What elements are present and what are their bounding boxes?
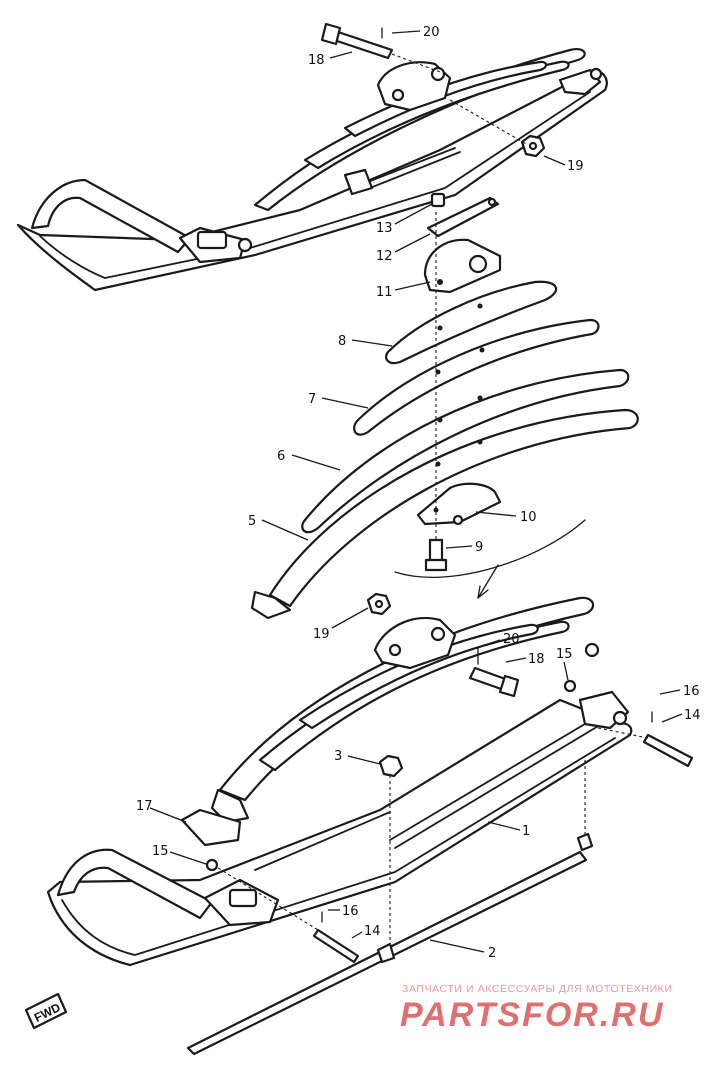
bottom-ski-assembly	[46, 592, 694, 1056]
callout-2: 2	[488, 946, 496, 961]
callout-15-right: 15	[556, 647, 573, 662]
callout-14-right: 14	[684, 708, 701, 723]
callout-18-bottom: 18	[528, 652, 545, 667]
callout-20-bottom: 20	[503, 632, 520, 647]
callout-14-left: 14	[364, 924, 381, 939]
callouts: 20 18 19 13 12 11 8 7 6 5 10 9 19 20 18 …	[136, 25, 701, 961]
callout-13: 13	[376, 221, 393, 236]
callout-19-top: 19	[567, 159, 584, 174]
bracket-17	[180, 808, 242, 847]
clip-12	[426, 196, 500, 238]
leaf-7	[353, 318, 600, 436]
bolt-9	[428, 538, 444, 564]
callout-17: 17	[136, 799, 153, 814]
callout-5: 5	[248, 514, 256, 529]
spring-stack	[250, 192, 639, 620]
saddle-11	[423, 238, 502, 294]
callout-16-right: 16	[683, 684, 700, 699]
leaf-8	[384, 280, 557, 365]
callout-3: 3	[334, 749, 342, 764]
callout-15-left: 15	[152, 844, 169, 859]
callout-19-bottom: 19	[313, 627, 330, 642]
callout-16-left: 16	[342, 904, 359, 919]
watermark-tagline: ЗАПЧАСТИ И АКСЕССУАРЫ ДЛЯ МОТОТЕХНИКИ	[402, 983, 673, 995]
callout-12: 12	[376, 249, 393, 264]
top-ski-assembly	[16, 22, 608, 292]
callout-6: 6	[277, 449, 285, 464]
watermark: ЗАПЧАСТИ И АКСЕССУАРЫ ДЛЯ МОТОТЕХНИКИ PA…	[400, 983, 673, 1034]
watermark-brand: PARTSFOR.RU	[400, 996, 664, 1034]
callout-7: 7	[308, 392, 316, 407]
callout-10: 10	[520, 510, 537, 525]
leaf-5	[268, 408, 639, 608]
callout-9: 9	[475, 540, 483, 555]
callout-8: 8	[338, 334, 346, 349]
bolt-13	[430, 192, 446, 208]
fwd-direction-marker: FWD	[24, 992, 68, 1030]
leaf-6	[301, 368, 630, 534]
callout-20-top: 20	[423, 25, 440, 40]
callout-18-top: 18	[308, 53, 325, 68]
callout-11: 11	[376, 285, 393, 300]
callout-1: 1	[522, 824, 530, 839]
